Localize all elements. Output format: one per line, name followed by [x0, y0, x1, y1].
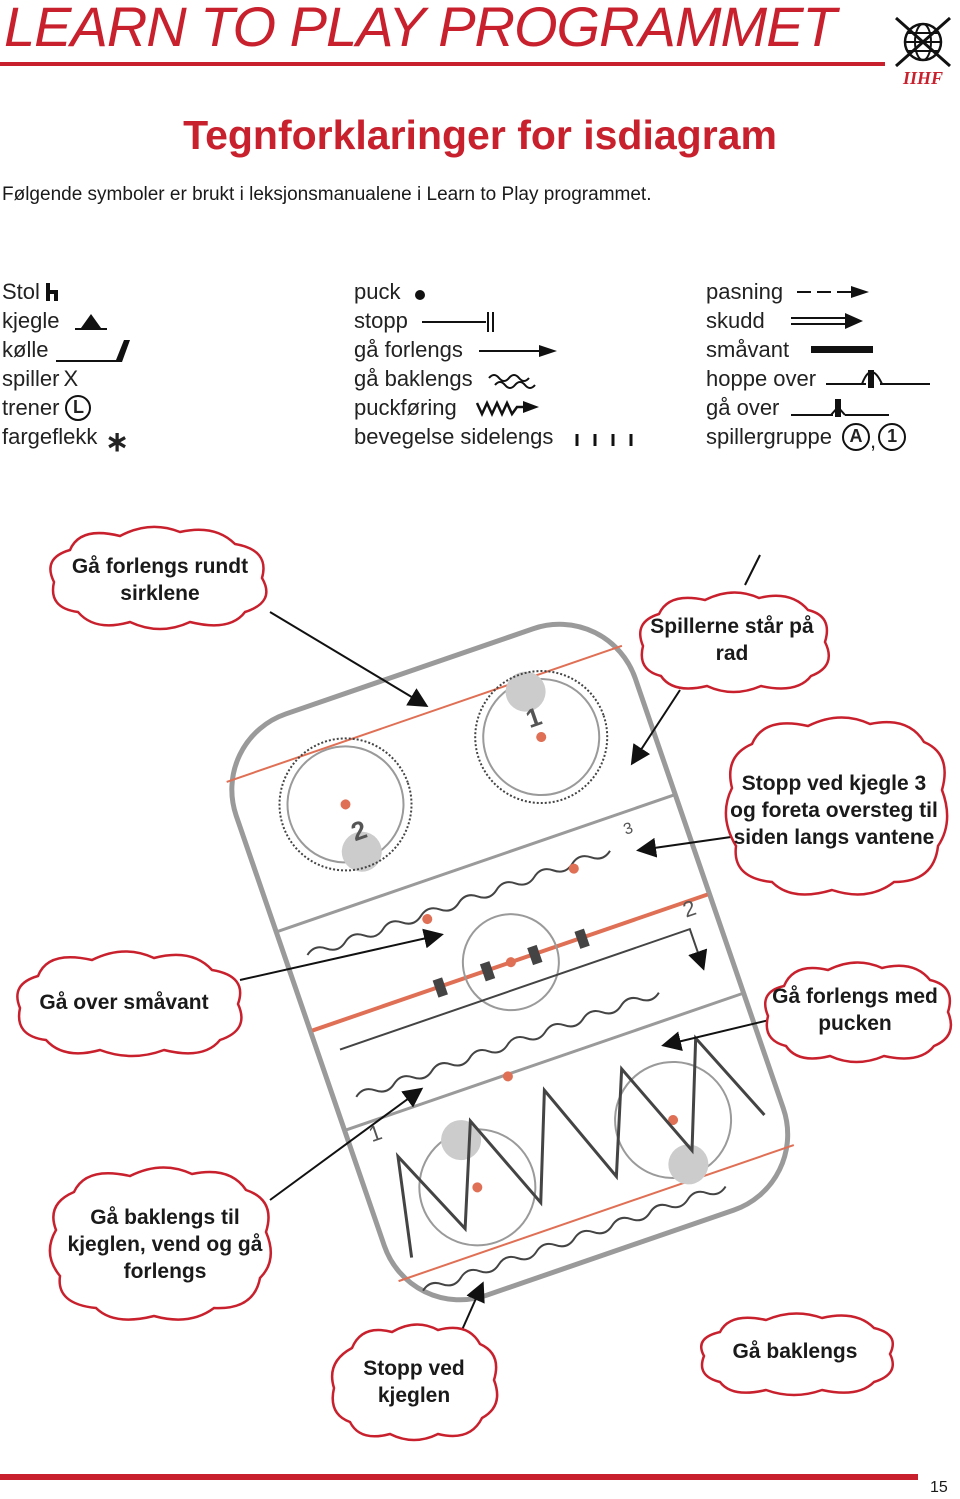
legend-item-step-over: gå over: [706, 393, 934, 422]
callout-forward-circles: Gå forlengs rundt sirklene: [71, 555, 249, 605]
backward-wave-path: [422, 1185, 727, 1292]
pointer-line: [744, 554, 761, 586]
legend-item-player-group: spillergruppe A , 1: [706, 422, 934, 453]
legend-item-pass: pasning: [706, 277, 934, 306]
legend-item-spot: fargeflekk ∗: [2, 422, 134, 457]
pointer-line: [239, 928, 444, 981]
legend-item-backward: gå baklengs: [354, 364, 639, 393]
legend-item-chair: Stol: [2, 277, 134, 306]
coach-icon: L: [65, 394, 92, 421]
pointer-line: [461, 1281, 485, 1331]
puck-carry-icon: [475, 399, 539, 417]
spot-icon: ∗: [105, 425, 129, 457]
stick-icon: [56, 339, 131, 362]
sideways-icon: [575, 433, 633, 446]
legend-item-coach: trener L: [2, 393, 134, 422]
callout-step-board: Gå over småvant: [39, 990, 209, 1014]
backward-wave-path: [306, 850, 611, 956]
pointer-line: [630, 689, 681, 766]
legend-column-1: Stol kjegle kølle spiller X trener L far…: [2, 277, 134, 457]
footer-rule: [0, 1474, 918, 1480]
page-number: 15: [930, 1479, 948, 1496]
header-rule: [0, 62, 885, 66]
callout-cloud: [724, 716, 949, 896]
callout-backward: Gå baklengs: [732, 1339, 858, 1363]
goal-line-bottom: [398, 1144, 795, 1283]
legend-column-2: puck stopp gå forlengs gå baklengs puckf…: [354, 277, 639, 451]
pointer-line: [636, 834, 746, 858]
shot-icon: [790, 312, 863, 329]
small-board-icon: [811, 345, 874, 353]
legend-item-shot: skudd: [706, 306, 934, 335]
paint-spot: [505, 671, 546, 712]
step-over-icon: [791, 398, 890, 417]
center-circle: [461, 913, 560, 1012]
forward-arrow-icon: [478, 344, 557, 357]
callout-cloud: [49, 525, 268, 631]
legend-item-small-board: småvant: [706, 335, 934, 364]
forward-loop-path: [474, 670, 609, 805]
callout-cloud: [330, 1323, 499, 1442]
backward-wave-path: [355, 992, 660, 1098]
callout-cloud: [639, 591, 830, 694]
player-icon: X: [63, 365, 79, 391]
callout-forward-puck: Gå forlengs med pucken: [772, 985, 938, 1035]
callout-stop-cone: Stopp ved kjegle 3 og foreta oversteg ti…: [730, 771, 938, 849]
legend-item-puck-carry: puckføring: [354, 393, 639, 422]
cone-icon: [75, 313, 108, 330]
legend-column-3: pasning skudd småvant hoppe over gå over…: [706, 277, 934, 453]
legend-item-forward: gå forlengs: [354, 335, 639, 364]
rink-diagram: 3 2 1 2 1: [226, 554, 795, 1331]
group-a-icon: A: [841, 422, 870, 451]
pointer-line: [269, 611, 429, 708]
callout-cloud: [48, 1166, 273, 1321]
callout-cloud: [764, 961, 953, 1064]
chair-icon: [45, 282, 58, 301]
pointer-line: [269, 1087, 424, 1201]
jump-over-icon: [826, 369, 931, 388]
legend-item-jump-over: hoppe over: [706, 364, 934, 393]
legend-item-stick: kølle: [2, 335, 134, 364]
svg-text:IIHF: IIHF: [902, 68, 943, 88]
blue-line-top: [277, 793, 674, 933]
callout-cloud: [700, 1312, 894, 1397]
intro-text: Følgende symboler er brukt i leksjonsman…: [2, 184, 652, 205]
iihf-logo: IIHF: [895, 16, 951, 88]
legend-item-player: spiller X: [2, 365, 79, 391]
legend-item-sideways: bevegelse sidelengs: [354, 422, 639, 451]
header-title: LEARN TO PLAY PROGRAMMET: [4, 0, 837, 58]
puck-carry-path: [395, 1034, 766, 1258]
legend-item-stop: stopp: [354, 306, 639, 335]
paint-spot: [341, 831, 382, 872]
stop-icon: [421, 311, 494, 332]
legend-item-puck: puck: [354, 277, 639, 306]
paint-spot: [668, 1144, 709, 1185]
puck-icon: [415, 289, 426, 300]
goal-line-top: [226, 644, 623, 783]
callout-backward-turn: Gå baklengs til kjeglen, vend og gå forl…: [67, 1205, 263, 1283]
callout-stop-at-cone: Stopp ved kjeglen: [363, 1357, 465, 1407]
forward-loop-path: [278, 737, 413, 872]
legend-item-cone: kjegle: [2, 306, 134, 335]
group-1-icon: 1: [878, 422, 907, 451]
path-line: [339, 927, 708, 1051]
callout-cloud: [16, 950, 243, 1058]
backward-wave-icon: [487, 373, 536, 389]
pass-icon: [797, 285, 870, 298]
page-title: Tegnforklaringer for isdiagram: [183, 112, 777, 158]
callout-players-row: Spillerne står på rad: [650, 615, 814, 665]
group-separator: ,: [869, 427, 877, 453]
